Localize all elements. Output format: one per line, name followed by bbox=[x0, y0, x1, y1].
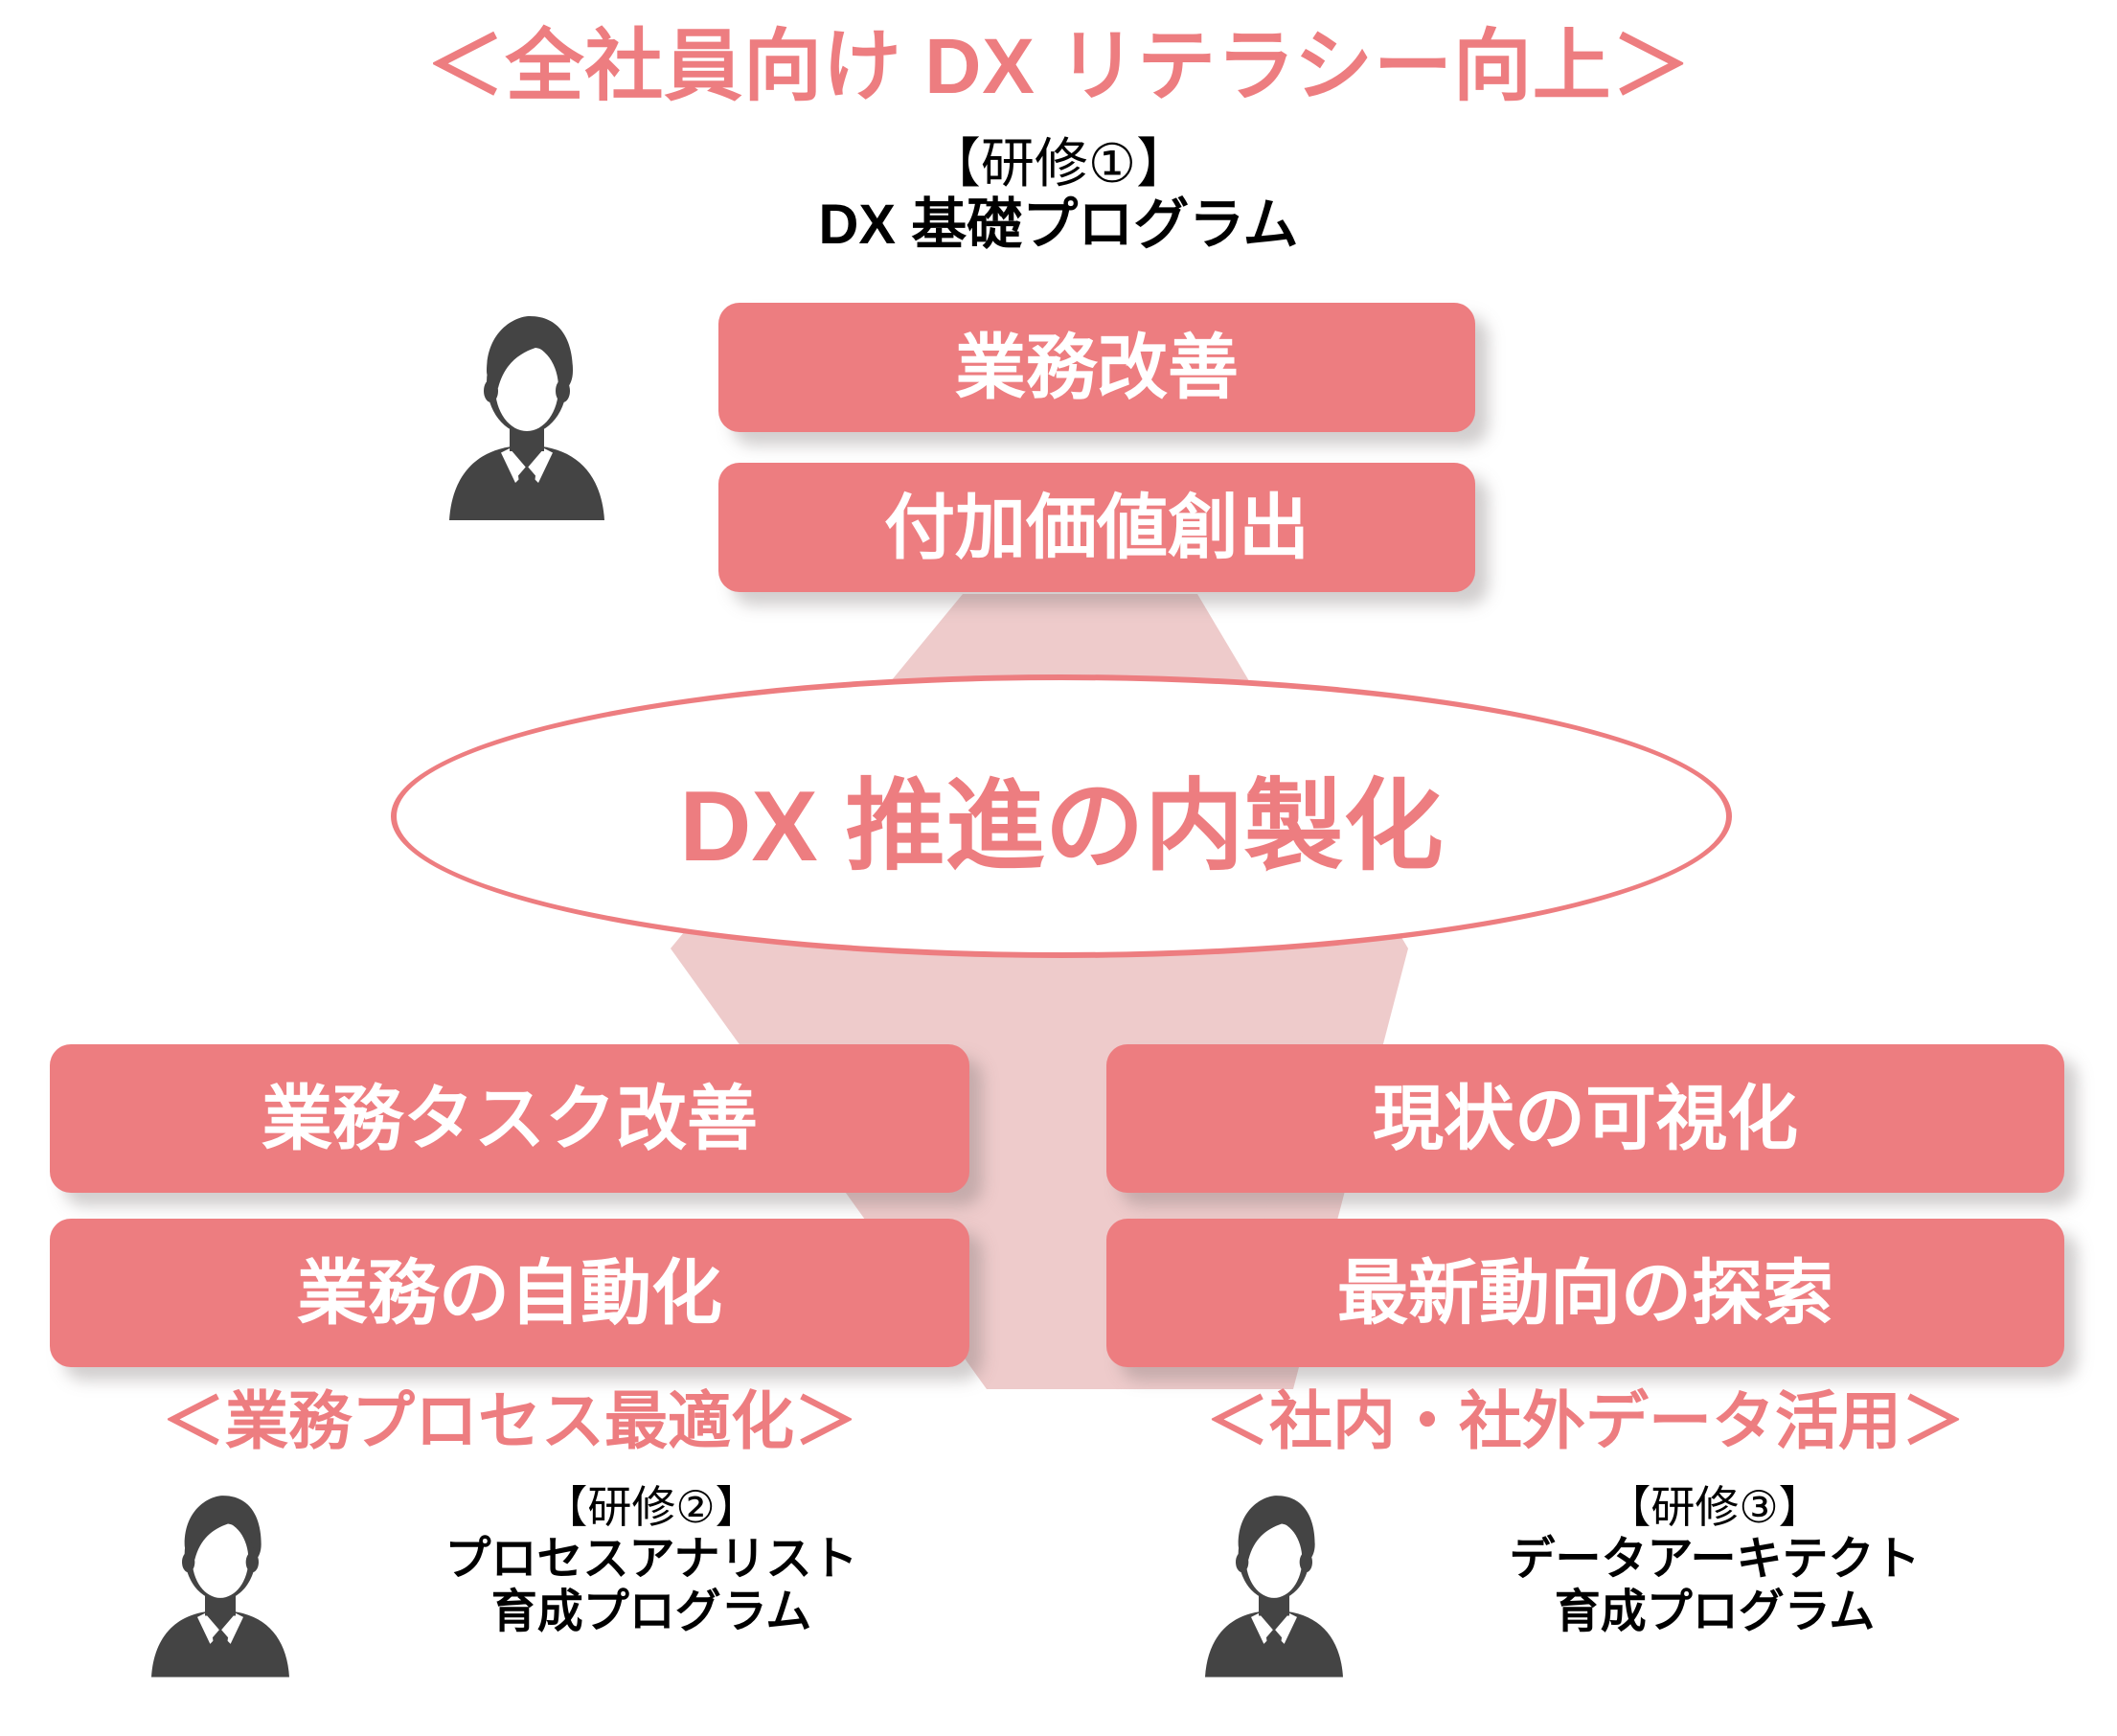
box-process-1-label: 業務タスク改善 bbox=[262, 1078, 758, 1158]
caption-data: ＜社内・社外データ活用＞ bbox=[1206, 1385, 1965, 1456]
top-program-name: DX 基礎プログラム bbox=[818, 193, 1299, 256]
person-business-icon bbox=[144, 1487, 297, 1688]
box-data-2-label: 最新動向の探索 bbox=[1337, 1252, 1833, 1333]
program-label-data: 【研修③】 データアーキテクト 育成プログラム bbox=[1370, 1482, 2060, 1639]
program-name-data-line2: 育成プログラム bbox=[1554, 1587, 1876, 1638]
box-top-2-label: 付加価値創出 bbox=[884, 487, 1309, 567]
program-label-process: 【研修②】 プロセスアナリスト 育成プログラム bbox=[316, 1482, 987, 1639]
program-tag-process: 【研修②】 bbox=[543, 1482, 760, 1532]
person-business-icon bbox=[441, 307, 613, 532]
top-program-label: 【研修①】 DX 基礎プログラム bbox=[0, 133, 2117, 257]
box-process-2-label: 業務の自動化 bbox=[297, 1252, 722, 1333]
program-name-process-line1: プロセスアナリスト bbox=[444, 1533, 858, 1585]
page-title: ＜全社員向け DX リテラシー向上＞ bbox=[425, 23, 1692, 110]
person-business-icon bbox=[1197, 1487, 1351, 1688]
box-top-2[interactable]: 付加価値創出 bbox=[718, 463, 1475, 592]
center-ellipse-label: DX 推進の内製化 bbox=[679, 770, 1444, 882]
box-top-1[interactable]: 業務改善 bbox=[718, 303, 1475, 432]
box-data-1[interactable]: 現状の可視化 bbox=[1106, 1044, 2064, 1193]
program-tag-data: 【研修③】 bbox=[1606, 1482, 1823, 1532]
program-name-process-line2: 育成プログラム bbox=[490, 1587, 812, 1638]
box-data-2[interactable]: 最新動向の探索 bbox=[1106, 1219, 2064, 1367]
box-process-2[interactable]: 業務の自動化 bbox=[50, 1219, 969, 1367]
program-name-data-line1: データアーキテクト bbox=[1509, 1533, 1921, 1585]
funnel-lower-skirt bbox=[671, 948, 1408, 1035]
box-top-1-label: 業務改善 bbox=[955, 327, 1239, 407]
caption-process: ＜業務プロセス最適化＞ bbox=[162, 1385, 857, 1456]
box-process-1[interactable]: 業務タスク改善 bbox=[50, 1044, 969, 1193]
box-data-1-label: 現状の可視化 bbox=[1373, 1078, 1798, 1158]
top-program-tag: 【研修①】 bbox=[926, 133, 1191, 194]
center-ellipse-shape bbox=[391, 674, 1732, 958]
